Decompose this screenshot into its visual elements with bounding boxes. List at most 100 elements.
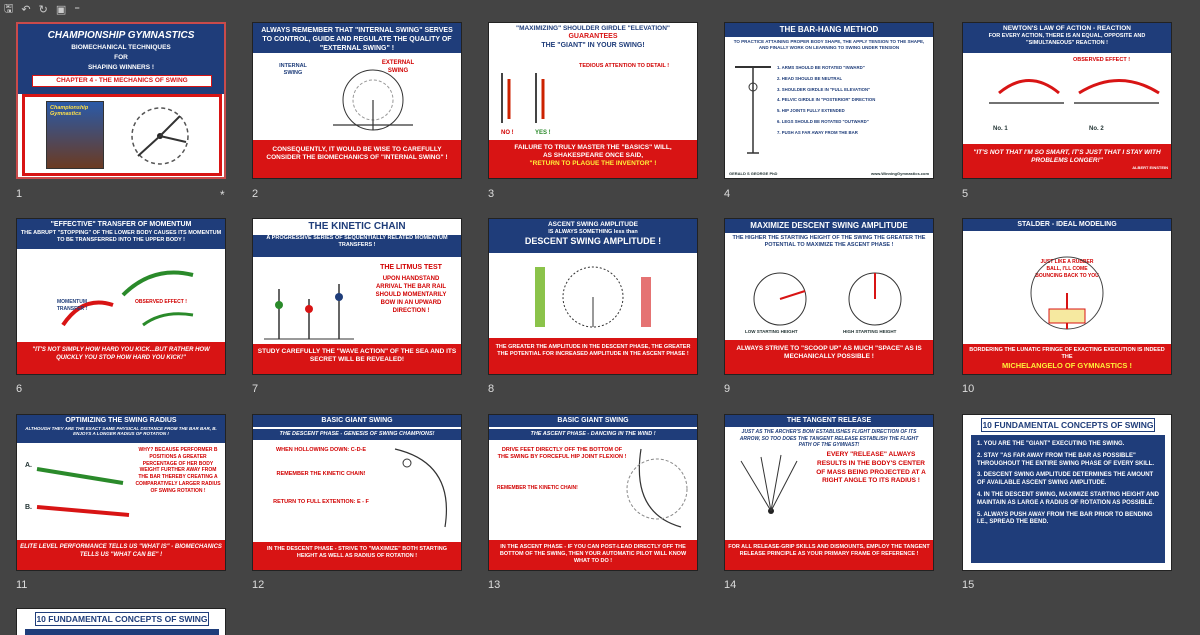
litmus-text: UPON HANDSTAND ARRIVAL THE BAR RAIL SHOU… bbox=[375, 276, 447, 315]
internal-label: INTERNAL SWING bbox=[279, 63, 307, 77]
slide-thumbnail-5[interactable]: NEWTON'S LAW OF ACTION - REACTION FOR EV… bbox=[962, 22, 1172, 179]
slide-number: 5 bbox=[962, 188, 969, 200]
momentum-figures bbox=[61, 270, 194, 327]
why-text: WHY? BECAUSE PERFORMER B POSITIONS A GRE… bbox=[135, 447, 221, 494]
book-title: Championship Gymnastics bbox=[50, 105, 89, 117]
list-item: 7. PUSH AS FAR AWAY FROM THE BAR bbox=[777, 129, 858, 135]
present-icon[interactable]: ▣ bbox=[55, 2, 67, 16]
slide-thumbnail-12[interactable]: BASIC GIANT SWING THE DESCENT PHASE - GE… bbox=[252, 414, 462, 571]
footer-author: GERALD S GEORGE PhD bbox=[729, 171, 778, 176]
slide-subtitle-2: SHAPING WINNERS ! bbox=[87, 64, 155, 71]
release-text: EVERY "RELEASE" ALWAYS RESULTS IN THE BO… bbox=[816, 451, 926, 485]
slide-number: 13 bbox=[488, 579, 501, 591]
starting-height-figures bbox=[753, 272, 902, 326]
no2-label: No. 2 bbox=[1089, 126, 1104, 132]
slide-subtitle: THE DESCENT PHASE - GENESIS OF SWING CHA… bbox=[253, 429, 461, 441]
slide-subtitle: TO PRACTICE ATTAINING PROPER BODY SHAPE,… bbox=[733, 39, 925, 50]
drive-feet-text: DRIVE FEET DIRECTLY OFF THE BOTTOM OF TH… bbox=[497, 447, 627, 461]
slide-subtitle: A PROGRESSIVE SERIES OF SEQUENTIALLY REL… bbox=[253, 235, 461, 250]
slide-number: 7 bbox=[252, 383, 259, 395]
kinetic-chain-figures bbox=[264, 284, 354, 340]
extension-text: RETURN TO FULL EXTENTION: E - F bbox=[273, 499, 369, 505]
slide-header-2: GUARANTEES bbox=[568, 33, 618, 41]
footer-line-2: MICHELANGELO OF GYMNASTICS ! bbox=[1002, 360, 1132, 370]
list-item: 1. ARMS SHOULD BE ROTATED "INWARD" bbox=[777, 65, 865, 70]
quote-author: ALBERT EINSTEIN bbox=[1132, 165, 1168, 171]
radius-figures bbox=[36, 467, 130, 517]
slide-thumbnail-3[interactable]: "MAXIMIZING" SHOULDER GIRDLE "ELEVATION"… bbox=[488, 22, 698, 179]
slide-number: 8 bbox=[488, 383, 495, 395]
slide-thumbnail-11[interactable]: OPTIMIZING THE SWING RADIUS ALTHOUGH THE… bbox=[16, 414, 226, 571]
slide-title: BASIC GIANT SWING bbox=[489, 415, 697, 427]
slide-thumbnail-2[interactable]: ALWAYS REMEMBER THAT "INTERNAL SWING" SE… bbox=[252, 22, 462, 179]
list-item: 5. HIP JOINTS FULLY EXTENDED bbox=[777, 108, 845, 114]
slide-thumbnail-7[interactable]: THE KINETIC CHAIN A PROGRESSIVE SERIES O… bbox=[252, 218, 462, 375]
list-item: 3. DESCENT SWING AMPLITUDE DETERMINES TH… bbox=[977, 472, 1154, 487]
no-label: NO ! bbox=[501, 130, 514, 136]
slide-thumbnail-15[interactable]: 10 FUNDAMENTAL CONCEPTS OF SWING 1. YOU … bbox=[962, 414, 1172, 571]
save-icon[interactable]: 🖫 bbox=[4, 1, 14, 15]
slide-title: OPTIMIZING THE SWING RADIUS bbox=[65, 417, 177, 424]
slide-subtitle: BIOMECHANICAL TECHNIQUES bbox=[71, 44, 171, 51]
slide-number: 6 bbox=[16, 383, 23, 395]
footer-line-1: FAILURE TO TRULY MASTER THE "BASICS" WIL… bbox=[514, 144, 672, 151]
detail-heading: TEDIOUS ATTENTION TO DETAIL ! bbox=[579, 63, 670, 69]
slide-thumbnail-13[interactable]: BASIC GIANT SWING THE ASCENT PHASE - DAN… bbox=[488, 414, 698, 571]
slide-thumbnail-16[interactable]: 10 FUNDAMENTAL CONCEPTS OF SWING bbox=[16, 608, 226, 635]
animation-star-icon: * bbox=[220, 188, 225, 202]
slide-thumbnail-1[interactable]: CHAMPIONSHIP GYMNASTICS BIOMECHANICAL TE… bbox=[16, 22, 226, 179]
slide-footer-text: "IT'S NOT SIMPLY HOW HARD YOU KICK...BUT… bbox=[17, 342, 225, 374]
quote: "IT'S NOT THAT I'M SO SMART, IT'S JUST T… bbox=[973, 149, 1161, 165]
descent-figure bbox=[394, 448, 447, 528]
slide-title: NEWTON'S LAW OF ACTION - REACTION bbox=[1003, 25, 1131, 32]
customize-icon[interactable]: ⁼ bbox=[74, 2, 81, 16]
external-label: EXTERNAL SWING bbox=[381, 60, 415, 75]
slide-footer-text: IN THE DESCENT PHASE - STRIVE TO "MAXIMI… bbox=[253, 542, 461, 570]
slide-header: ALWAYS REMEMBER THAT "INTERNAL SWING" SE… bbox=[253, 23, 461, 53]
bar-hang-figure bbox=[735, 66, 771, 154]
slide-title: 10 FUNDAMENTAL CONCEPTS OF SWING bbox=[981, 418, 1155, 432]
action-reaction-figures bbox=[989, 79, 1160, 104]
litmus-heading: THE LITMUS TEST bbox=[380, 264, 442, 271]
tangent-release-figure bbox=[740, 454, 798, 514]
slide-subtitle: FOR EVERY ACTION, THERE IS AN EQUAL, OPP… bbox=[988, 33, 1146, 46]
slide-footer-text: ALWAYS STRIVE TO "SCOOP UP" AS MUCH "SPA… bbox=[725, 340, 933, 374]
kinetic-text: REMEMBER THE KINETIC CHAIN! bbox=[497, 485, 578, 491]
slide-title: "EFFECTIVE" TRANSFER OF MOMENTUM bbox=[50, 221, 192, 228]
slide-number: 15 bbox=[962, 579, 975, 591]
list-item: 6. LEGS SHOULD BE ROTATED "OUTWARD" bbox=[777, 118, 869, 124]
ascent-figure bbox=[626, 448, 688, 528]
slide-header-3: THE "GIANT" IN YOUR SWING! bbox=[541, 41, 645, 49]
slide-title: BASIC GIANT SWING bbox=[253, 415, 461, 427]
slide-title-2: IS ALWAYS SOMETHING less than bbox=[548, 229, 638, 236]
slide-footer-text: FOR ALL RELEASE-GRIP SKILLS AND DISMOUNT… bbox=[725, 540, 933, 570]
slide-subtitle: THE ASCENT PHASE - DANCING IN THE WIND ! bbox=[489, 429, 697, 441]
slide-title: STALDER - IDEAL MODELING bbox=[963, 219, 1171, 231]
stalder-figures bbox=[1030, 256, 1104, 330]
slide-number: 10 bbox=[962, 383, 975, 395]
slide-title: 10 FUNDAMENTAL CONCEPTS OF SWING bbox=[35, 612, 209, 626]
slide-for: FOR bbox=[114, 54, 128, 61]
footer-line-2: AS SHAKESPEARE ONCE SAID, bbox=[542, 152, 644, 160]
slide-thumbnail-10[interactable]: STALDER - IDEAL MODELING JUST LIKE A RUB… bbox=[962, 218, 1172, 375]
slide-number: 12 bbox=[252, 579, 265, 591]
concept-list-box bbox=[25, 629, 219, 635]
redo-icon[interactable]: ↻ bbox=[38, 2, 48, 16]
slide-subtitle: ALTHOUGH THEY ARE THE EXACT SAME PHYSICA… bbox=[25, 425, 217, 437]
slide-title-3: DESCENT SWING AMPLITUDE ! bbox=[524, 236, 662, 246]
slide-title: THE BAR-HANG METHOD bbox=[725, 23, 933, 37]
slide-number: 2 bbox=[252, 188, 259, 200]
slide-number: 1 bbox=[16, 188, 23, 200]
slide-thumbnail-14[interactable]: THE TANGENT RELEASE JUST AS THE ARCHER'S… bbox=[724, 414, 934, 571]
slide-thumbnail-8[interactable]: ASCENT SWING AMPLITUDE IS ALWAYS SOMETHI… bbox=[488, 218, 698, 375]
slide-thumbnail-4[interactable]: THE BAR-HANG METHOD TO PRACTICE ATTAININ… bbox=[724, 22, 934, 179]
shoulder-figures bbox=[501, 73, 545, 123]
undo-icon[interactable]: ↶ bbox=[21, 2, 31, 16]
footer-website: www.WinningGymnastics.com bbox=[870, 171, 929, 176]
quick-access-toolbar: 🖫 ↶ ↻ ▣ ⁼ bbox=[0, 0, 1200, 18]
slide-thumbnail-6[interactable]: "EFFECTIVE" TRANSFER OF MOMENTUM THE ABR… bbox=[16, 218, 226, 375]
slide-title: CHAMPIONSHIP GYMNASTICS bbox=[47, 30, 195, 41]
list-item: 1. YOU ARE THE "GIANT" EXECUTING THE SWI… bbox=[977, 441, 1125, 447]
slide-footer-text: THE GREATER THE AMPLITUDE IN THE DESCENT… bbox=[489, 338, 697, 374]
slide-thumbnail-9[interactable]: MAXIMIZE DESCENT SWING AMPLITUDE THE HIG… bbox=[724, 218, 934, 375]
